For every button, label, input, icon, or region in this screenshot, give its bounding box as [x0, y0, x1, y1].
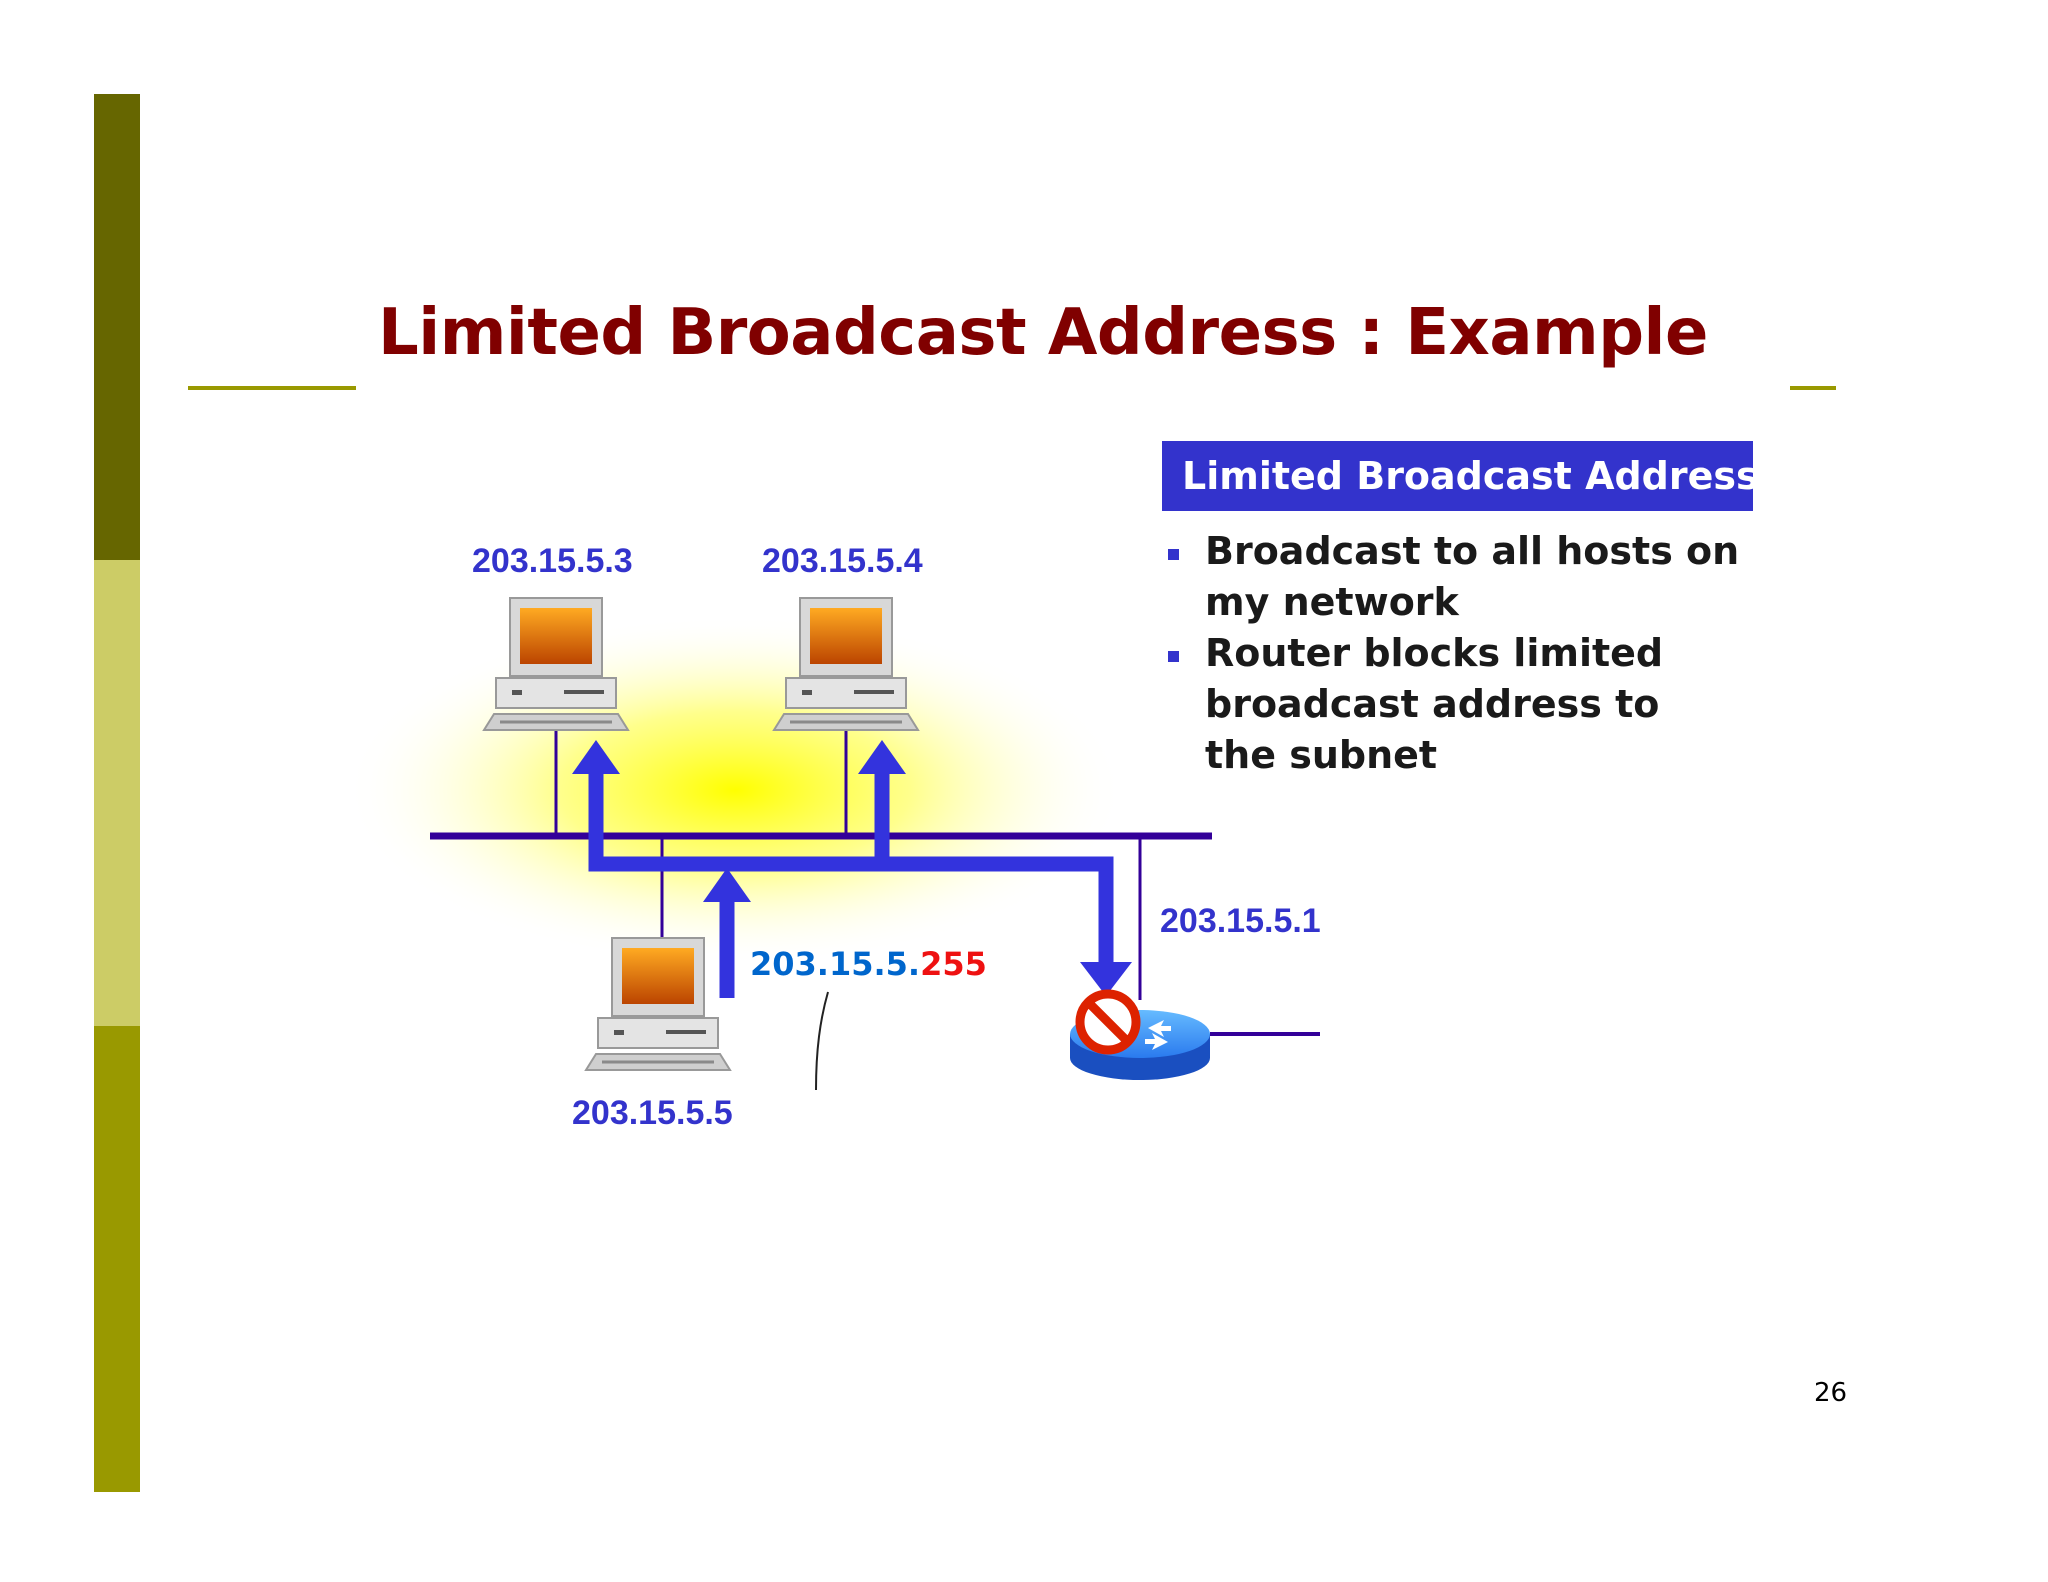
broadcast-address-label: 203.15.5.255 [750, 945, 987, 983]
bullet-square-icon [1168, 549, 1179, 560]
sidebar-stripe-top [94, 94, 140, 560]
arrowhead-host-4 [858, 740, 906, 774]
arrowhead-source [703, 868, 751, 902]
arrowhead-router [1080, 962, 1132, 996]
broadcast-address-host-part: 255 [920, 945, 987, 983]
host-ip-203-15-5-3: 203.15.5.3 [472, 542, 633, 580]
title-rule-right [1790, 386, 1836, 390]
pen-annotation-mark [815, 991, 829, 1091]
arrowhead-host-3 [572, 740, 620, 774]
broadcast-arrows [572, 740, 1132, 998]
sidebar-stripe-bottom [94, 1026, 140, 1492]
page-number: 26 [1814, 1378, 1848, 1408]
info-bullet-line: the subnet [1205, 733, 1438, 777]
prohibited-icon [1075, 989, 1141, 1055]
info-bullet-line: Broadcast to all hosts on [1205, 529, 1740, 573]
info-bullet-line: my network [1205, 580, 1459, 624]
router-ip-label: 203.15.5.1 [1160, 902, 1321, 940]
title-rule-left [188, 386, 356, 390]
host-ip-203-15-5-4: 203.15.5.4 [762, 542, 923, 580]
broadcast-address-network-part: 203.15.5. [750, 945, 920, 983]
broadcast-path [588, 772, 1114, 965]
bullet-square-icon [1168, 651, 1179, 662]
info-bullet: Broadcast to all hosts on my network [1168, 526, 1768, 628]
highlight-glow [345, 615, 1125, 965]
slide-title: Limited Broadcast Address : Example [378, 296, 1708, 370]
info-bullet-line: Router blocks limited [1205, 631, 1664, 675]
info-bullet-line: broadcast address to [1205, 682, 1660, 726]
info-bullet: Router blocks limited broadcast address t… [1168, 628, 1768, 781]
info-box-header: Limited Broadcast Address [1162, 441, 1759, 511]
host-ip-203-15-5-5: 203.15.5.5 [572, 1094, 733, 1132]
sidebar-stripe-middle [94, 560, 140, 1026]
